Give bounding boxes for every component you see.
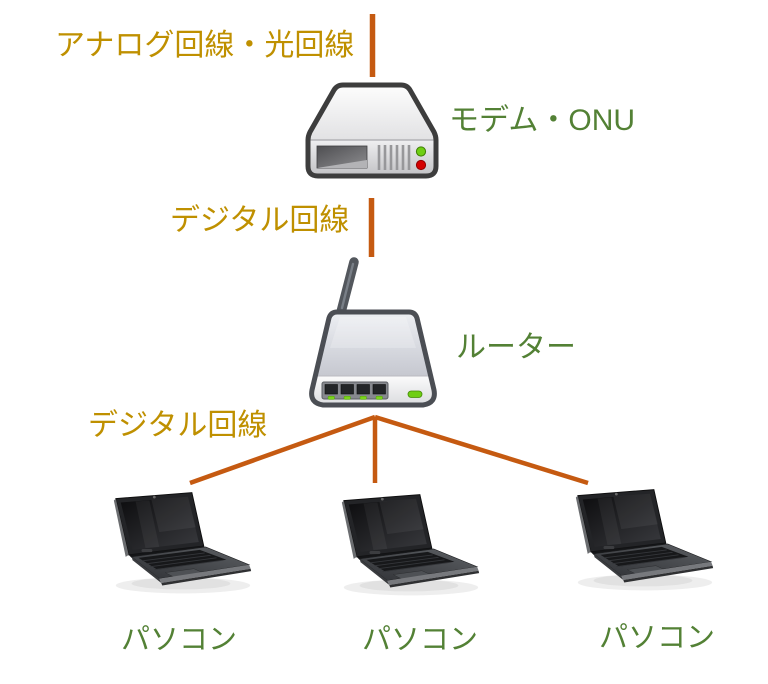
router-label: ルーター: [456, 331, 576, 364]
wan-line-label: アナログ回線・光回線: [55, 29, 355, 62]
laptop-image-right: [575, 489, 714, 591]
modem-led-green: [415, 146, 427, 157]
laptop-image-middle: [341, 494, 480, 596]
pc-label-right: パソコン: [599, 622, 716, 654]
router-lan-ports: [321, 381, 389, 400]
digital-line-label-upper: デジタル回線: [170, 204, 350, 237]
line-router-to-pc-right: [374, 414, 589, 486]
modem-onu-icon: [305, 82, 439, 179]
router-status-led: [407, 390, 423, 398]
modem-led-red: [415, 159, 427, 171]
laptop-image-left: [113, 492, 252, 594]
digital-line-label-lower: デジタル回線: [88, 409, 268, 442]
router-icon: [309, 257, 437, 408]
pc-label-left: パソコン: [121, 624, 238, 656]
modem-label: モデム・ONU: [449, 104, 636, 137]
pc-label-middle: パソコン: [362, 624, 479, 656]
